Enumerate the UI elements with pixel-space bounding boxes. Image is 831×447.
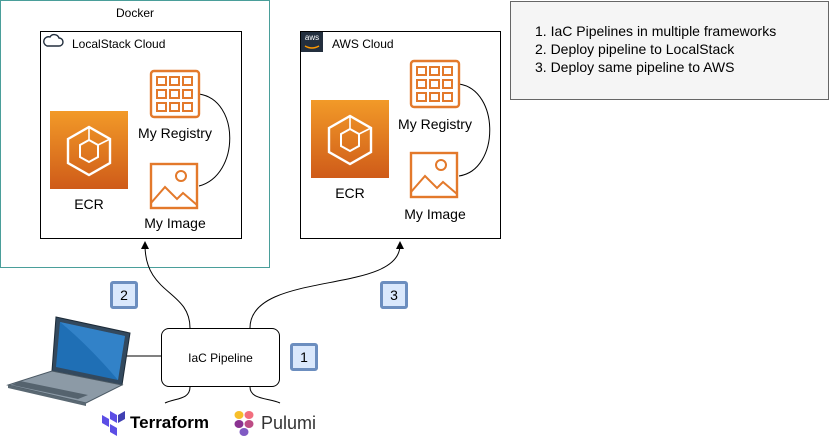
aws-logo-icon: aws [301, 32, 323, 52]
localstack-cloud-title: LocalStack Cloud [72, 37, 166, 51]
step-badge-1: 1 [290, 343, 318, 371]
localstack-registry-label: My Registry [138, 125, 212, 141]
iac-pipeline-box: IaC Pipeline [161, 328, 280, 387]
docker-title: Docker [115, 6, 154, 20]
step-badge-3: 3 [380, 281, 408, 309]
localstack-ecr-icon [50, 111, 128, 189]
aws-cloud-group [300, 31, 501, 239]
aws-ecr-label: ECR [335, 185, 365, 201]
aws-ecr-icon [311, 100, 389, 178]
localstack-registry-icon [149, 69, 201, 119]
aws-logo-text: aws [304, 33, 320, 42]
terraform-icon [102, 411, 125, 436]
notes-box: 1. IaC Pipelines in multiple frameworks … [510, 1, 829, 100]
note-item: 2. Deploy pipeline to LocalStack [535, 41, 735, 57]
terraform-label: Terraform [130, 413, 210, 432]
step-badge-2: 2 [110, 281, 138, 309]
localstack-image-label: My Image [144, 215, 206, 231]
pulumi-logo: Pulumi [230, 403, 326, 443]
aws-registry-icon [409, 59, 461, 109]
notes-list: 1. IaC Pipelines in multiple frameworks … [535, 22, 828, 76]
cloud-icon [43, 33, 64, 47]
aws-registry-label: My Registry [398, 116, 472, 132]
aws-image-icon [409, 151, 459, 199]
note-item: 3. Deploy same pipeline to AWS [535, 59, 735, 75]
localstack-image-icon [149, 162, 199, 210]
terraform-logo: Terraform [100, 405, 209, 443]
note-item: 1. IaC Pipelines in multiple frameworks [535, 23, 777, 39]
localstack-ecr-label: ECR [74, 196, 104, 212]
aws-image-label: My Image [404, 206, 466, 222]
pulumi-label: Pulumi [261, 413, 317, 433]
pulumi-icon [234, 411, 254, 436]
docker-container [0, 0, 270, 268]
laptop-icon [6, 316, 131, 406]
aws-cloud-title: AWS Cloud [332, 37, 394, 51]
